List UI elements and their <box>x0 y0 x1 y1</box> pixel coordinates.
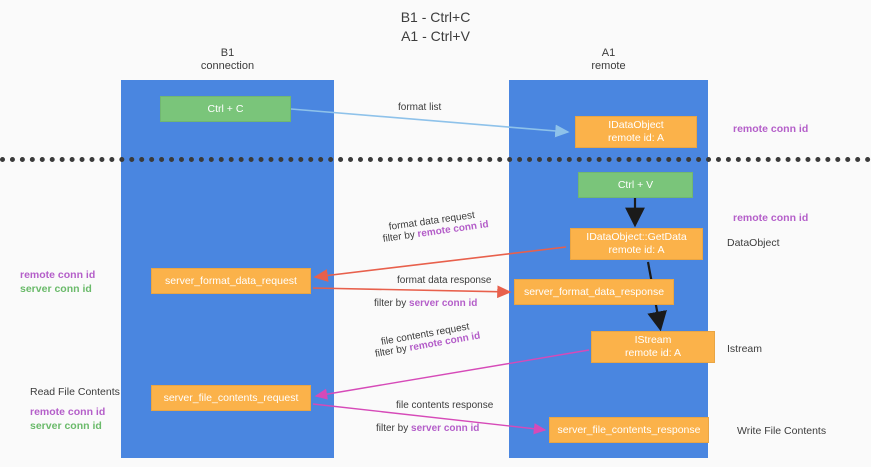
node-server-file-contents-response[interactable]: server_file_contents_response <box>549 417 709 443</box>
node-ctrl-v[interactable]: Ctrl + V <box>578 172 693 198</box>
edge-label-format-data-response: format data response <box>397 275 492 286</box>
node-server-format-data-response-label: server_format_data_response <box>523 285 665 298</box>
diagram-title: B1 - Ctrl+C A1 - Ctrl+V <box>0 8 871 46</box>
edge-label-format-data-response-filter: filter by server conn id <box>374 297 477 311</box>
note-dataobject: DataObject <box>727 237 780 249</box>
note-left-remote-conn-id: remote conn id <box>20 269 96 281</box>
node-ctrl-v-label: Ctrl + V <box>617 178 654 191</box>
title-line-2: A1 - Ctrl+V <box>401 28 470 44</box>
node-getdata-sub: remote id: A <box>608 244 665 256</box>
node-server-file-contents-request-label: server_file_contents_request <box>163 391 299 404</box>
column-header-a1: A1 remote <box>509 47 708 73</box>
node-istream-label: IStream <box>634 334 672 346</box>
column-header-b1-name: B1 <box>220 47 235 59</box>
node-ctrl-c[interactable]: Ctrl + C <box>160 96 291 122</box>
note-left-file-contents: Read File Contents remote conn id server… <box>30 385 120 433</box>
filter-key: server conn id <box>411 423 480 434</box>
node-idataobject-sub: remote id: A <box>607 132 665 144</box>
node-server-file-contents-request[interactable]: server_file_contents_request <box>151 385 311 411</box>
note-write-file-contents: Write File Contents <box>737 425 827 437</box>
column-header-b1-sub: connection <box>200 60 255 72</box>
node-server-format-data-request-label: server_format_data_request <box>165 274 297 287</box>
note-read-file-contents: Read File Contents <box>30 386 120 398</box>
filter-prefix: filter by <box>382 229 419 245</box>
node-istream-sub: remote id: A <box>624 347 682 359</box>
section-divider <box>0 157 871 162</box>
node-idataobject[interactable]: IDataObject remote id: A <box>575 116 697 148</box>
title-line-1: B1 - Ctrl+C <box>400 9 471 25</box>
node-server-format-data-request[interactable]: server_format_data_request <box>151 268 311 294</box>
column-header-a1-sub: remote <box>591 60 626 72</box>
edge-format-data-response <box>312 285 512 299</box>
filter-prefix: filter by <box>374 298 410 309</box>
edge-label-file-contents-response: file contents response <box>396 400 494 411</box>
filter-prefix: filter by <box>376 423 412 434</box>
node-getdata[interactable]: IDataObject::GetData remote id: A <box>570 228 703 260</box>
column-header-b1: B1 connection <box>121 47 334 73</box>
node-istream[interactable]: IStream remote id: A <box>591 331 715 363</box>
filter-key: server conn id <box>409 298 478 309</box>
note-left-server-conn-id-2: server conn id <box>30 420 102 432</box>
note-istream: Istream <box>727 343 763 355</box>
node-ctrl-c-label: Ctrl + C <box>207 102 244 115</box>
edge-label-format-list: format list <box>398 102 442 113</box>
note-remote-conn-id-top: remote conn id <box>733 123 809 135</box>
note-left-server-conn-id: server conn id <box>20 283 92 295</box>
node-server-format-data-response[interactable]: server_format_data_response <box>514 279 674 305</box>
note-left-conn-ids: remote conn id server conn id <box>20 268 95 296</box>
column-header-a1-name: A1 <box>601 47 616 59</box>
filter-prefix: filter by <box>374 342 411 360</box>
node-getdata-label: IDataObject::GetData <box>586 231 687 243</box>
node-server-file-contents-response-label: server_file_contents_response <box>557 423 701 436</box>
note-remote-conn-id-mid: remote conn id <box>733 212 809 224</box>
edge-label-file-contents-response-filter: filter by server conn id <box>376 422 479 436</box>
node-idataobject-label: IDataObject <box>608 119 664 131</box>
note-left-remote-conn-id-2: remote conn id <box>30 406 106 418</box>
